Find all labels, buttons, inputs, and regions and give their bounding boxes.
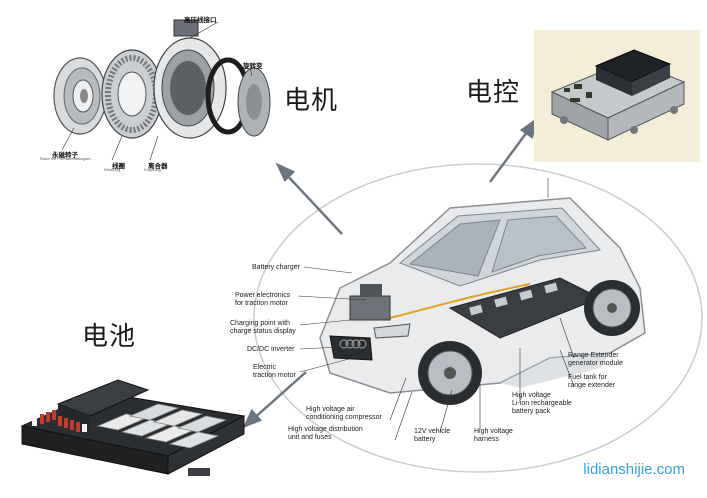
motor-exploded-image (53, 19, 271, 161)
callout-fuel-tank: Fuel tank for range extender (568, 374, 616, 389)
callout-hv-harness: High voltage harness (474, 428, 513, 443)
label-motor: 电机 (284, 86, 339, 116)
car-image (319, 197, 646, 405)
callout-electric-motor: Electric traction motor (253, 364, 296, 379)
controller-image (534, 30, 700, 162)
motor-part-rotor: 永磁转子 (52, 151, 78, 159)
watermark: lidianshijie.com (583, 461, 685, 478)
label-controller: 电控 (466, 78, 521, 108)
callout-battery-charger: Battery charger (252, 264, 300, 271)
arrow-to-motor (275, 162, 343, 235)
motor-part-winding-sub: Wicklung... (104, 167, 124, 172)
callout-12v-battery: 12V vehicle battery (414, 428, 451, 443)
callout-ac-compressor: High voltage air conditioning compressor (306, 406, 382, 421)
arrow-to-battery (242, 371, 307, 429)
motor-part-rotor-sub: Rotor mit Permanentmagnet... (40, 156, 94, 161)
motor-part-clutch: 离合器 (148, 162, 168, 170)
motor-part-winding: 线圈 (112, 162, 125, 170)
callout-range-extender: Range Extender generator module (568, 352, 623, 367)
battery-pack-image (20, 379, 246, 476)
callout-dcdc: DC/DC inverter (247, 346, 295, 353)
motor-part-clutch-sub: Kupplung... (144, 167, 165, 172)
label-battery: 电池 (82, 322, 137, 352)
rear-wheel (584, 280, 640, 336)
callout-liion-pack: High voltage Li-ion rechargeable battery… (512, 392, 572, 415)
motor-part-hv-port: 高压线接口 (184, 16, 217, 24)
motor-part-resolver: 旋转变 (243, 62, 263, 70)
callout-hv-distribution: High voltage distribution unit and fuses (288, 426, 363, 441)
callout-charging-point: Charging point with charge status displa… (230, 320, 296, 335)
callout-power-electronics: Power electronics for traction motor (235, 292, 291, 307)
front-wheel (418, 341, 482, 405)
